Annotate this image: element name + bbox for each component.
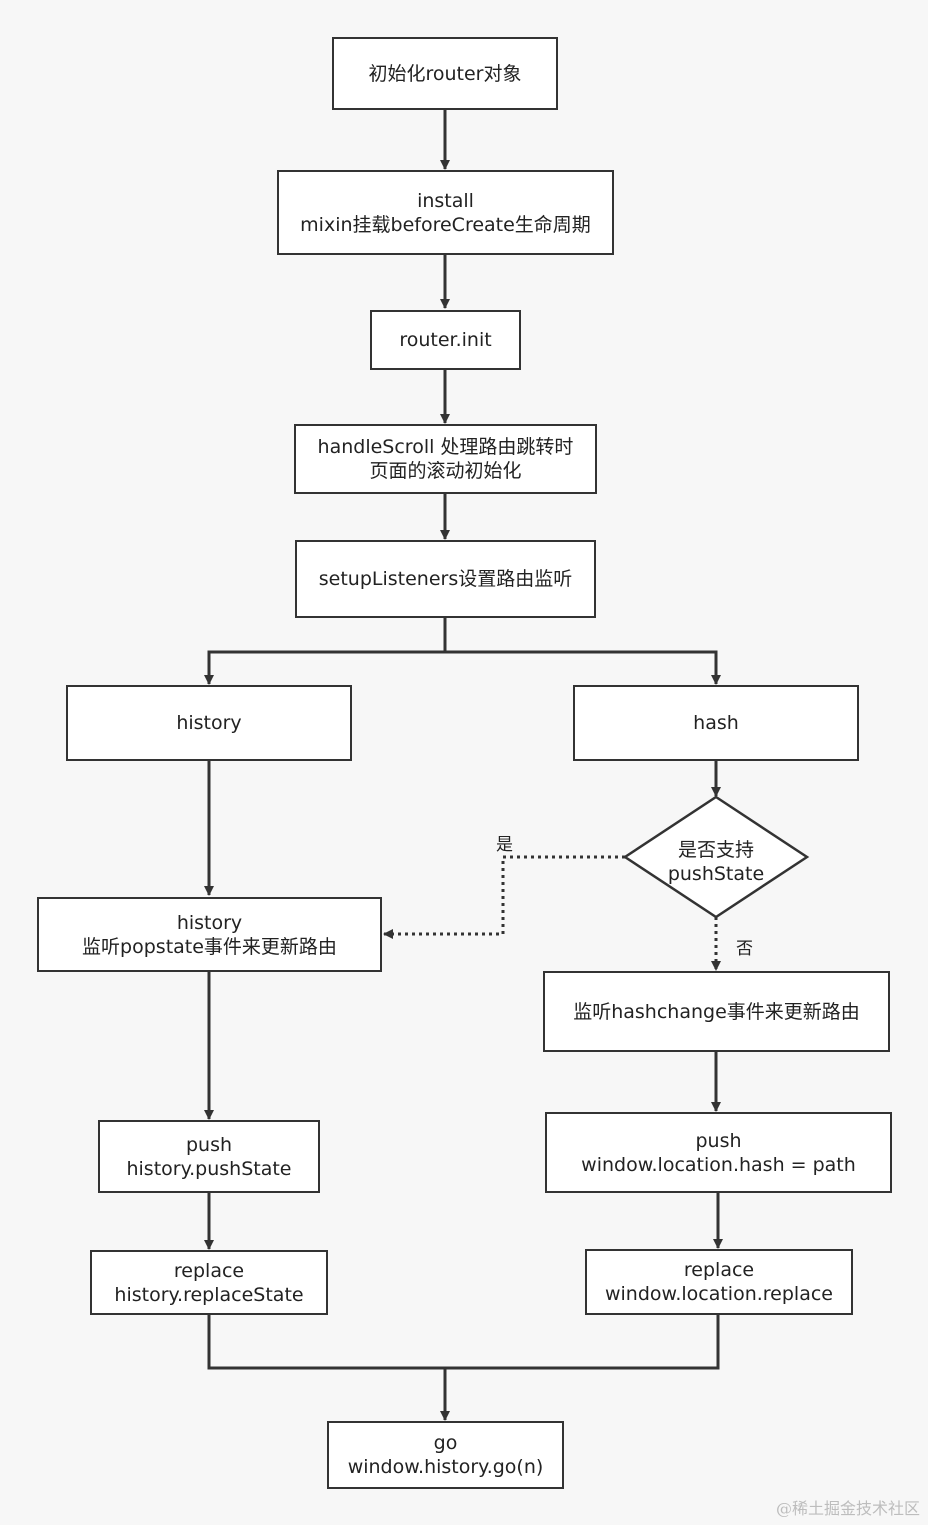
node-history-line1: history	[176, 712, 242, 734]
node-go-line1: go	[433, 1432, 458, 1454]
decision-support-pushstate: 是否支持 pushState	[646, 838, 786, 886]
node-install-line2: mixin挂载beforeCreate生命周期	[300, 213, 591, 236]
edge-setup-to-hash	[445, 650, 721, 685]
node-history-push-line1: push	[185, 1133, 233, 1156]
node-install-line1: install	[417, 189, 474, 212]
node-hash: hash	[573, 685, 859, 761]
node-install: install mixin挂载beforeCreate生命周期	[277, 170, 614, 255]
node-go-line2: window.history.go(n)	[347, 1456, 544, 1478]
node-history-replace-line2: history.replaceState	[114, 1283, 304, 1306]
node-history-push: push history.pushState	[98, 1120, 320, 1193]
node-setup-listeners: setupListeners设置路由监听	[295, 540, 596, 618]
decision-line2: pushState	[667, 863, 765, 885]
edge-history-replace-to-go	[207, 1315, 450, 1421]
edge-label-no: 否	[736, 939, 753, 959]
node-history: history	[66, 685, 352, 761]
edge-hash-replace-to-go	[445, 1315, 720, 1370]
node-init-router-line1: 初始化router对象	[368, 62, 522, 85]
edge-setup-to-history	[204, 618, 447, 685]
node-hash-push: push window.location.hash = path	[545, 1112, 892, 1193]
node-hash-replace-line1: replace	[683, 1259, 755, 1281]
decision-diamond	[622, 795, 810, 919]
decision-line1: 是否支持	[677, 839, 754, 861]
node-hash-replace: replace window.location.replace	[585, 1249, 853, 1315]
node-handle-scroll-line1: handleScroll 处理路由跳转时	[317, 436, 574, 458]
node-hash-push-line2: window.location.hash = path	[581, 1153, 856, 1176]
node-history-replace-line1: replace	[173, 1259, 245, 1282]
node-router-init: router.init	[370, 310, 521, 370]
node-history-replace: replace history.replaceState	[90, 1250, 328, 1315]
node-handle-scroll: handleScroll 处理路由跳转时 页面的滚动初始化	[294, 424, 597, 494]
node-init-router: 初始化router对象	[332, 37, 558, 110]
node-hash-push-line1: push	[695, 1129, 742, 1152]
node-history-push-line2: history.pushState	[126, 1157, 292, 1180]
node-handle-scroll-line2: 页面的滚动初始化	[369, 460, 522, 482]
node-history-popstate: history 监听popstate事件来更新路由	[37, 897, 382, 972]
node-hashchange: 监听hashchange事件来更新路由	[543, 971, 890, 1052]
node-router-init-line1: router.init	[399, 329, 492, 351]
node-hash-replace-line2: window.location.replace	[604, 1283, 833, 1305]
node-hash-line1: hash	[693, 712, 739, 734]
watermark-text: @稀土掘金技术社区	[775, 1499, 920, 1518]
edge-decision-yes	[383, 855, 625, 939]
node-history-popstate-line2: 监听popstate事件来更新路由	[82, 935, 337, 958]
node-go: go window.history.go(n)	[327, 1421, 564, 1489]
node-history-popstate-line1: history	[176, 911, 243, 934]
node-hashchange-line1: 监听hashchange事件来更新路由	[573, 1000, 860, 1023]
node-setup-listeners-line1: setupListeners设置路由监听	[318, 568, 573, 590]
edge-label-yes: 是	[496, 835, 513, 855]
